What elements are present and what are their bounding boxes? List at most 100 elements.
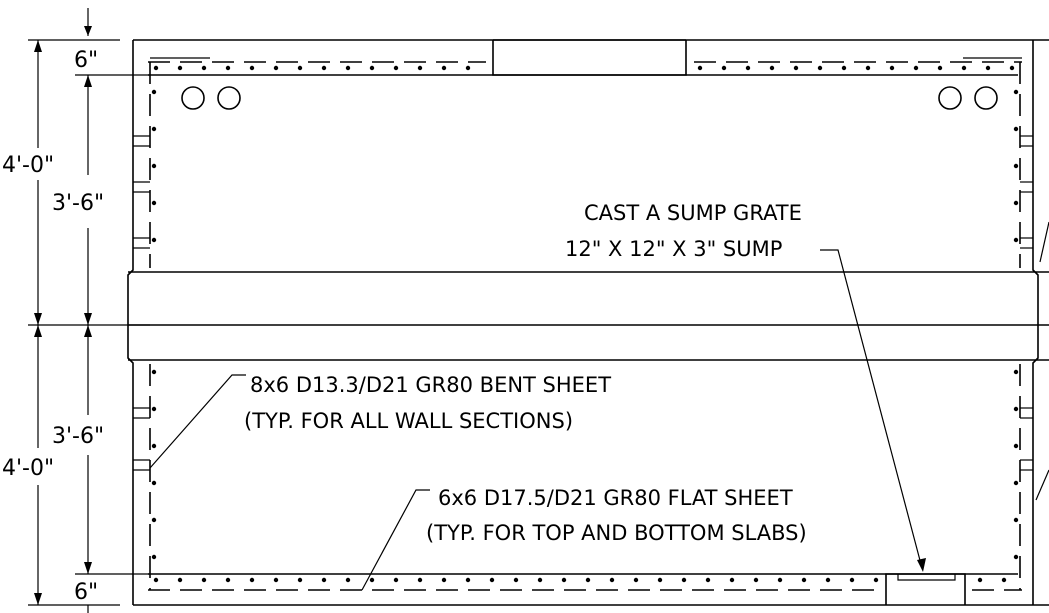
rebar-dot (609, 577, 615, 583)
rebar-dot (1013, 200, 1019, 206)
rebar-dot (417, 577, 423, 583)
rebar-dot (937, 65, 943, 71)
rebar-dot (801, 577, 807, 583)
rebar-dot (793, 65, 799, 71)
rebar-dot (1013, 480, 1019, 486)
leader-lines (149, 221, 1049, 591)
rebar-dot (151, 406, 157, 412)
dim-upper-inner: 3'-6" (52, 191, 104, 216)
rebar-dot (151, 126, 157, 132)
rebar-dot (465, 65, 471, 71)
rebar-dot (849, 577, 855, 583)
dimension-lines (28, 8, 150, 613)
rebar-dot (745, 65, 751, 71)
rebar-dot (1013, 237, 1019, 243)
rebar-dot (201, 65, 207, 71)
rebar-dot (297, 65, 303, 71)
rebar-dot (657, 577, 663, 583)
rebar-dot (1013, 126, 1019, 132)
rebar-dot (465, 577, 471, 583)
rebar-dot (705, 577, 711, 583)
sump-note-line-1: CAST A SUMP GRATE (584, 201, 802, 225)
rebar-dot (273, 65, 279, 71)
wall-ties-left (133, 135, 150, 471)
rebar-dot (153, 577, 159, 583)
rebar-dot (441, 577, 447, 583)
rebar-dot (153, 65, 159, 71)
dim-upper-total: 4'-0" (2, 153, 54, 178)
rebar-dot (151, 517, 157, 523)
rebar-dot (177, 65, 183, 71)
rebar-dot (1013, 369, 1019, 375)
rebar-dot (561, 577, 567, 583)
rebar-dot (729, 577, 735, 583)
rebar-dot (321, 65, 327, 71)
rebar-dot (985, 65, 991, 71)
wall-ties-right (1020, 135, 1033, 471)
rebar-dot (249, 577, 255, 583)
rebar-dot (777, 577, 783, 583)
rebar-dot (537, 577, 543, 583)
rebar-dot (1013, 163, 1019, 169)
rebar-dot (489, 577, 495, 583)
bent-sheet-note-line-2: (TYP. FOR ALL WALL SECTIONS) (244, 409, 573, 433)
rebar-dot (697, 65, 703, 71)
sump-note-line-2: 12" X 12" X 3" SUMP (565, 237, 782, 261)
rebar-dot (721, 65, 727, 71)
rebar-dot (321, 577, 327, 583)
rebar-dot (177, 577, 183, 583)
rebar-dot (633, 577, 639, 583)
rebar-dot (393, 65, 399, 71)
rebar-dot (151, 163, 157, 169)
rebar-dot (151, 480, 157, 486)
rebar-dot (151, 554, 157, 560)
dim-top-slab: 6" (74, 48, 98, 73)
rebar-dot (151, 237, 157, 243)
rebar-dot (865, 65, 871, 71)
rebar-dot (369, 577, 375, 583)
rebar-dot (1001, 577, 1007, 583)
rebar-dot (1013, 89, 1019, 95)
rebar-dot (151, 369, 157, 375)
rebar-dot (369, 65, 375, 71)
flat-sheet-note-line-2: (TYP. FOR TOP AND BOTTOM SLABS) (426, 521, 807, 545)
rebar-dot (841, 65, 847, 71)
rebar-dot (393, 577, 399, 583)
flat-sheet-note-line-1: 6x6 D17.5/D21 GR80 FLAT SHEET (438, 486, 793, 510)
rebar-dot (817, 65, 823, 71)
rebar-dot (889, 65, 895, 71)
rebar-dot (273, 577, 279, 583)
rebar-dots (151, 65, 1019, 583)
rebar-dot (1013, 406, 1019, 412)
rebar-dot (151, 89, 157, 95)
reinforcement-dashed-lines (148, 57, 1022, 591)
rebar-dot (249, 65, 255, 71)
rebar-dot (913, 65, 919, 71)
rebar-dot (201, 577, 207, 583)
dim-lower-total: 4'-0" (2, 456, 54, 481)
rebar-dot (681, 577, 687, 583)
rebar-dot (769, 65, 775, 71)
dim-bottom-slab: 6" (74, 580, 98, 605)
rebar-dot (873, 577, 879, 583)
rebar-dot (297, 577, 303, 583)
rebar-dot (1013, 517, 1019, 523)
rebar-dot (825, 577, 831, 583)
rebar-dot (1013, 443, 1019, 449)
rebar-dot (345, 577, 351, 583)
rebar-dot (151, 200, 157, 206)
rebar-dot (961, 65, 967, 71)
box-outline (127, 39, 1049, 606)
bent-sheet-note-line-1: 8x6 D13.3/D21 GR80 BENT SHEET (250, 373, 611, 397)
rebar-dot (1013, 554, 1019, 560)
rebar-dot (1009, 65, 1015, 71)
rebar-dot (225, 577, 231, 583)
rebar-dot (977, 577, 983, 583)
rebar-dot (585, 577, 591, 583)
rebar-dot (753, 577, 759, 583)
rebar-dot (513, 577, 519, 583)
dim-lower-inner: 3'-6" (52, 424, 104, 449)
rebar-dot (417, 65, 423, 71)
rebar-dot (225, 65, 231, 71)
